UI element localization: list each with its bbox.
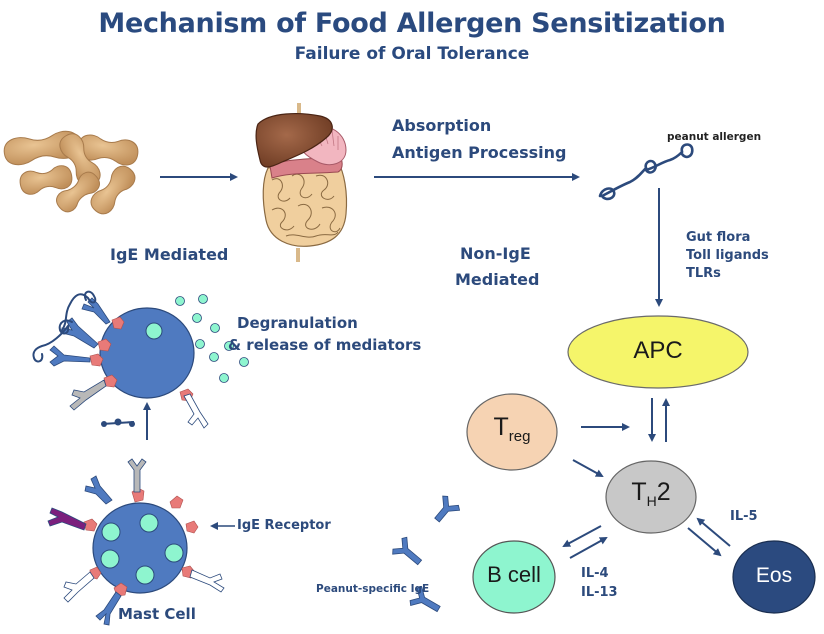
antibody-icon — [63, 571, 95, 603]
treg-cell — [466, 393, 558, 471]
granule-icon — [135, 565, 155, 585]
diagram-subtitle: Failure of Oral Tolerance — [294, 44, 530, 64]
peanut-allergen-molecule — [598, 143, 694, 201]
ige-receptor-icon — [83, 518, 98, 532]
non-ige-heading-line1: Non-IgE — [460, 244, 531, 263]
mediator-release-label: & release of mediators — [228, 336, 422, 354]
eos-label: Eos — [755, 564, 793, 587]
antigen-processing-label: Antigen Processing — [392, 143, 567, 162]
apc-cell — [567, 315, 749, 389]
arrow-eos-to-th2 — [696, 517, 731, 547]
th2-label-sub: H — [646, 493, 657, 509]
sensitized-mast-cell — [47, 458, 225, 626]
granule-icon — [101, 522, 121, 542]
treg-label-sub: reg — [508, 428, 531, 445]
antibody-icon — [47, 507, 87, 531]
granule-icon — [195, 339, 205, 349]
antibody-icon — [61, 317, 99, 349]
granule-icon — [139, 513, 159, 533]
arrow-treg-to-th2 — [572, 459, 604, 477]
absorption-label: Absorption — [392, 116, 492, 135]
antibody-icon — [127, 458, 147, 493]
ige-receptor-icon — [89, 353, 104, 367]
peanut-shell — [77, 134, 139, 166]
granule-icon — [209, 352, 219, 362]
granule-icon — [100, 549, 120, 569]
granule-icon — [219, 373, 229, 383]
ige-receptor-label: IgE Receptor — [237, 518, 331, 533]
mast-cell-label: Mast Cell — [118, 605, 196, 623]
treg-label: Treg — [467, 413, 557, 445]
granule-icon — [198, 294, 208, 304]
peanut-specific-ige-label: Peanut-specific IgE — [316, 583, 430, 595]
th2-label-main: T — [631, 478, 647, 506]
free-ige-antibodies — [392, 495, 461, 613]
allergen-fragment — [101, 418, 135, 427]
granule-icon — [224, 341, 234, 351]
antibody-icon — [183, 393, 209, 429]
mast-cell-body — [99, 307, 195, 399]
granule-icon — [175, 296, 185, 306]
ige-receptor-icon — [97, 338, 112, 352]
b-cell — [472, 540, 556, 614]
cytokine-il5: IL-5 — [730, 509, 758, 524]
antibody-icon — [81, 297, 111, 325]
granule-icon — [164, 543, 184, 563]
arrow-th2-to-bcell — [562, 525, 602, 547]
eosinophil-cell — [732, 540, 816, 614]
th2-label: TH2 — [606, 478, 696, 509]
treg-label-main: T — [493, 413, 509, 441]
gut-factor-gut-flora: Gut flora — [686, 230, 751, 245]
non-ige-heading-line2: Mediated — [455, 270, 540, 289]
th2-cell — [605, 460, 697, 534]
degranulating-mast-cell — [32, 290, 209, 429]
antibody-icon — [392, 536, 423, 566]
ige-mediated-heading: IgE Mediated — [110, 245, 229, 264]
antibody-icon — [95, 591, 122, 626]
arrow-bcell-to-th2 — [569, 537, 608, 559]
gut-factor-tlrs: TLRs — [686, 266, 721, 281]
antibody-icon — [409, 585, 441, 613]
antibody-icon — [434, 495, 461, 523]
antibody-icon — [49, 345, 91, 367]
peanut-shell — [19, 165, 73, 195]
th2-label-suffix: 2 — [656, 478, 671, 506]
peanut-allergen-label: peanut allergen — [667, 131, 762, 143]
ige-receptor-icon — [169, 495, 184, 509]
peanut-shell — [56, 171, 100, 213]
digestive-system-illustration — [255, 103, 348, 262]
diagram-title: Mechanism of Food Allergen Sensitization — [98, 8, 726, 39]
b-cell-label: B cell — [487, 562, 541, 587]
gut-factor-toll-ligands: Toll ligands — [686, 248, 769, 263]
cytokine-il13: IL-13 — [581, 585, 618, 600]
apc-label: APC — [633, 337, 683, 364]
degranulation-label: Degranulation — [237, 314, 358, 332]
antibody-icon — [69, 379, 107, 411]
cytokine-il4: IL-4 — [581, 566, 609, 581]
peanut-shell — [90, 165, 136, 215]
antibody-icon — [189, 569, 225, 593]
arrow-th2-to-eos — [687, 527, 722, 557]
peanuts-illustration — [3, 130, 139, 215]
ige-receptor-icon — [185, 520, 199, 534]
released-mediators — [175, 294, 249, 383]
granule-icon — [239, 357, 249, 367]
granule-icon — [192, 313, 202, 323]
ige-receptor-icon — [111, 316, 125, 330]
granule-icon — [145, 322, 163, 340]
antibody-icon — [84, 475, 113, 505]
granule-icon — [210, 323, 220, 333]
